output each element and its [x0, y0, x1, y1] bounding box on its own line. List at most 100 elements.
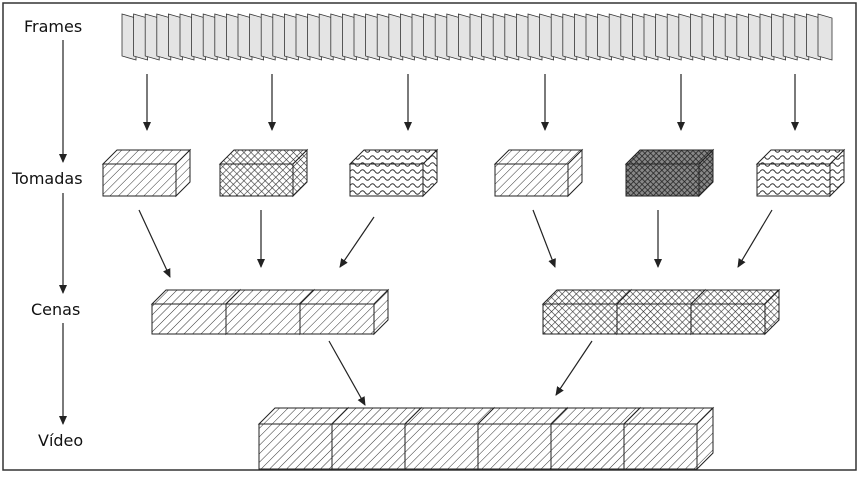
arrow-cena-to-video [328, 340, 366, 406]
arrow-cena-to-video [555, 340, 593, 396]
frame [562, 13, 578, 61]
frame [666, 13, 682, 61]
cena-block [541, 288, 781, 336]
block-top-face [101, 149, 192, 165]
frame [713, 13, 728, 61]
frame [724, 13, 740, 61]
block-side-face [567, 148, 583, 198]
frame [794, 13, 810, 61]
frame [574, 13, 589, 61]
frame [121, 13, 137, 61]
block-side-face [292, 148, 308, 198]
frame [260, 13, 276, 61]
tomada-block [493, 148, 584, 198]
frame [527, 13, 543, 61]
frame [690, 13, 705, 61]
block-side-face [696, 406, 714, 471]
block-front-face [258, 423, 333, 470]
cena-segment [689, 288, 781, 336]
tomada-block [624, 148, 715, 198]
frame [492, 13, 508, 61]
frame [643, 13, 659, 61]
block-front-face [299, 303, 375, 335]
frame [214, 13, 230, 61]
frame [179, 13, 195, 61]
tomada-block [755, 148, 846, 198]
frame [237, 13, 253, 61]
block-front-face [349, 163, 424, 197]
arrow-converge [339, 216, 375, 268]
frame [481, 13, 497, 61]
block-front-face [616, 303, 692, 335]
cena-block [150, 288, 390, 336]
frame [399, 13, 415, 61]
block-front-face [756, 163, 831, 197]
block-front-face [542, 303, 618, 335]
arrow-converge [138, 209, 171, 278]
frames-to-tomadas-arrows [143, 74, 799, 131]
frame [446, 13, 462, 61]
diagram-border [2, 2, 857, 471]
block-top-face [689, 289, 781, 305]
frame [655, 13, 670, 61]
block-front-face [690, 303, 766, 335]
block-top-face [624, 149, 715, 165]
frame [736, 13, 752, 61]
block-front-face [623, 423, 698, 470]
frame [782, 13, 798, 61]
frame [388, 13, 404, 61]
frame [272, 13, 288, 61]
block-top-face [615, 289, 707, 305]
tomadas-to-cenas-arrows [138, 209, 773, 278]
block-side-face [829, 148, 845, 198]
label-frames: Frames [24, 17, 82, 36]
frame [457, 13, 473, 61]
frame [817, 13, 833, 61]
block-front-face [404, 423, 479, 470]
block-top-face [493, 149, 584, 165]
frame [167, 13, 183, 61]
frame [771, 13, 786, 61]
block-front-face [550, 423, 625, 470]
frame [516, 13, 531, 61]
frame [806, 13, 821, 61]
block-side-face [175, 148, 191, 198]
label-cenas: Cenas [31, 300, 80, 319]
block-top-face [541, 289, 633, 305]
frame [748, 13, 763, 61]
video-segment [622, 406, 715, 471]
arrow-converge [532, 209, 556, 268]
label-video: Vídeo [38, 431, 83, 450]
block-front-face [151, 303, 227, 335]
frame [608, 13, 624, 61]
block-side-face [764, 288, 780, 336]
frame [469, 13, 485, 61]
frame [156, 13, 172, 61]
frame [759, 13, 775, 61]
frame [295, 13, 311, 61]
block-side-face [422, 148, 438, 198]
frame [539, 13, 554, 61]
frame [283, 13, 299, 61]
block-top-face [224, 289, 316, 305]
frame [307, 13, 323, 61]
video-block [257, 406, 715, 471]
frame [376, 13, 392, 61]
block-front-face [225, 303, 301, 335]
frame [411, 13, 427, 61]
block-top-face [755, 149, 846, 165]
frame [144, 13, 160, 61]
frame [632, 13, 647, 61]
frame [341, 13, 357, 61]
block-front-face [494, 163, 569, 197]
frame [191, 13, 207, 61]
block-front-face [625, 163, 700, 197]
frame [701, 13, 717, 61]
frame [365, 13, 381, 61]
block-top-face [348, 149, 439, 165]
frame [318, 13, 334, 61]
frame [202, 13, 218, 61]
frame [585, 13, 601, 61]
tomada-block [218, 148, 309, 198]
